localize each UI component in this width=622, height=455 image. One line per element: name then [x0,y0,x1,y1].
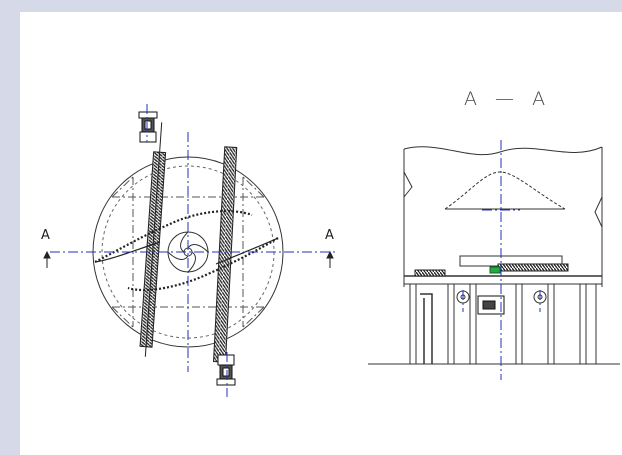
spiral-scraper-arms [94,210,279,292]
section-marker-left: A [41,228,50,243]
section-marker-right: A [325,228,334,243]
plan-view [92,111,284,386]
support-columns [409,284,597,364]
plan-centerlines [50,104,335,397]
section-drive [477,295,505,315]
section-title: A — A [464,88,552,110]
tank-wall-break [403,146,603,156]
technical-drawing [43,104,620,397]
left-screw-conveyor [139,122,167,357]
drawing-sheet: A — A A A [20,12,622,455]
bridge-platform [404,255,602,285]
section-centerlines [462,140,541,380]
right-screw-conveyor [212,146,238,363]
bottom-drive-unit [216,354,236,386]
section-arrows [43,250,334,268]
section-view [368,146,620,365]
feed-dome [444,171,566,210]
top-drive-unit [138,111,158,143]
